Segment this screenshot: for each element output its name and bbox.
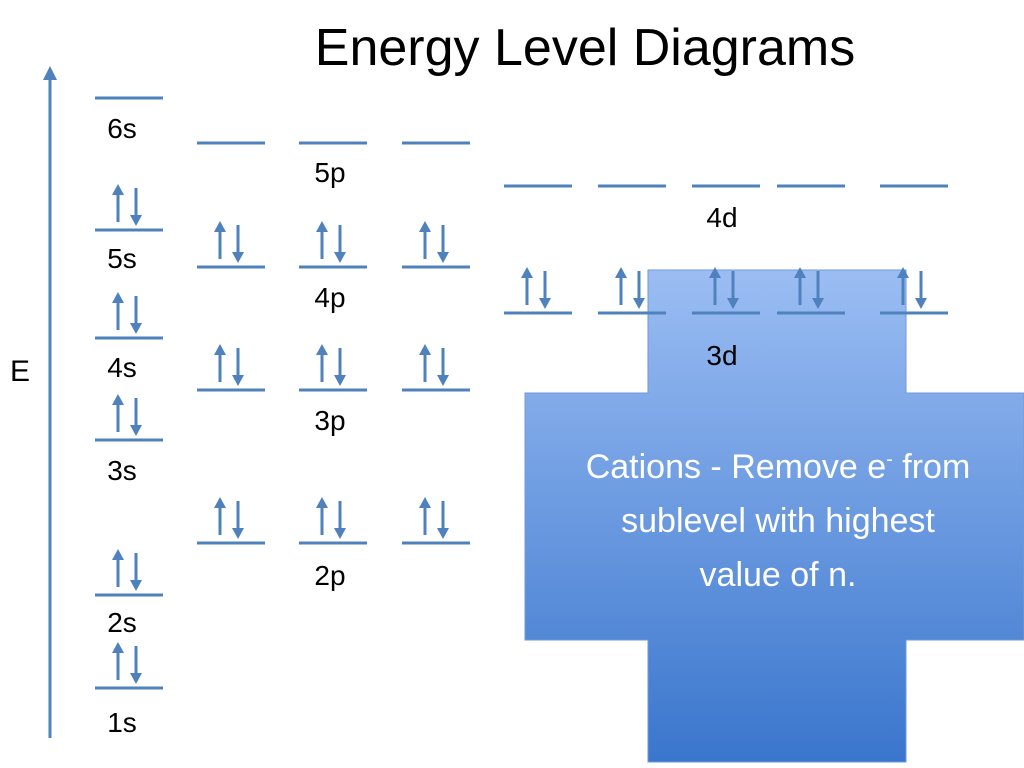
orbital-5s-1-spin-up-arrow-head	[112, 184, 124, 195]
orbital-3s-1-spin-up-arrow-head	[112, 394, 124, 405]
callout-line-1: Cations - Remove e- from	[585, 448, 971, 486]
orbital-4s-1-spin-up-arrow	[112, 292, 124, 330]
orbital-3d-3-spin-up-arrow	[709, 267, 721, 305]
orbital-3p-2-spin-down-arrow-head	[334, 375, 346, 386]
orbital-3d-2-spin-down-arrow	[633, 271, 645, 309]
sublevel-label-3s: 3s	[107, 455, 137, 486]
orbital-3d-1-spin-up-arrow	[521, 267, 533, 305]
orbital-3p-1-spin-down-arrow-head	[232, 375, 244, 386]
orbital-5s-1-spin-down-arrow-head	[130, 215, 142, 226]
orbital-3d-4-spin-up-arrow-head	[794, 267, 806, 278]
orbital-4s-1-spin-up-arrow-head	[112, 292, 124, 303]
cation-rule-callout: Cations - Remove e- from sublevel with h…	[528, 440, 1024, 602]
orbital-2p-1-spin-up-arrow-head	[214, 497, 226, 508]
sublevel-label-2p: 2p	[314, 560, 346, 591]
orbital-3p-1-spin-up-arrow-head	[214, 344, 226, 355]
orbital-3d-5-spin-down-arrow	[915, 271, 927, 309]
orbital-3p-3-spin-down-arrow-head	[437, 375, 449, 386]
orbital-3d-2-spin-up-arrow	[615, 267, 627, 305]
energy-axis-label: E	[10, 355, 31, 388]
sublevel-label-1s: 1s	[107, 707, 137, 738]
orbital-4s-1-spin-down-arrow-head	[130, 323, 142, 334]
orbital-3d-2-spin-down-arrow-head	[633, 298, 645, 309]
sublevel-label-4d: 4d	[706, 202, 738, 233]
orbital-4p-2-spin-up-arrow	[316, 221, 328, 259]
orbital-2p-3-spin-up-arrow	[419, 497, 431, 535]
orbital-4p-3-spin-up-arrow	[419, 221, 431, 259]
sublevel-label-6s: 6s	[107, 113, 137, 144]
orbital-3d-3-spin-down-arrow-head	[727, 298, 739, 309]
orbital-3d-5-spin-down-arrow-head	[915, 298, 927, 309]
orbital-3d-3-spin-down-arrow	[727, 271, 739, 309]
orbital-2p-2-spin-down-arrow	[334, 501, 346, 539]
orbital-3p-3-spin-down-arrow	[437, 348, 449, 386]
sublevel-label-3d: 3d	[706, 340, 738, 371]
orbital-2s-1-spin-down-arrow	[130, 553, 142, 591]
orbital-2s-1-spin-down-arrow-head	[130, 580, 142, 591]
callout-line-3: value of n.	[699, 556, 857, 594]
orbital-3p-1-spin-up-arrow	[214, 344, 226, 382]
orbital-1s-1-spin-down-arrow-head	[130, 673, 142, 684]
orbital-3d-1-spin-down-arrow-head	[539, 298, 551, 309]
orbital-2p-2-spin-down-arrow-head	[334, 528, 346, 539]
orbital-3s-1-spin-up-arrow	[112, 394, 124, 432]
orbital-4p-1-spin-up-arrow	[214, 221, 226, 259]
orbital-4s-1-spin-down-arrow	[130, 296, 142, 334]
orbital-2s-1-spin-up-arrow-head	[112, 549, 124, 560]
orbital-5s-1-spin-down-arrow	[130, 188, 142, 226]
orbital-4p-2-spin-down-arrow-head	[334, 252, 346, 263]
orbital-1s-1-spin-up-arrow	[112, 642, 124, 680]
orbital-3p-2-spin-up-arrow	[316, 344, 328, 382]
page-title: Energy Level Diagrams	[314, 19, 856, 77]
orbital-4p-2-spin-up-arrow-head	[316, 221, 328, 232]
orbital-2p-1-spin-down-arrow	[232, 501, 244, 539]
callout-cross-shape	[524, 269, 1024, 763]
sublevel-label-4s: 4s	[107, 352, 137, 383]
orbital-2s-1-spin-up-arrow	[112, 549, 124, 587]
orbital-1s-1-spin-up-arrow-head	[112, 642, 124, 653]
orbital-2p-3-spin-down-arrow-head	[437, 528, 449, 539]
orbital-2p-3-spin-down-arrow	[437, 501, 449, 539]
orbital-4p-3-spin-up-arrow-head	[419, 221, 431, 232]
orbital-2p-2-spin-up-arrow	[316, 497, 328, 535]
sublevel-label-5s: 5s	[107, 243, 137, 274]
orbital-3p-2-spin-up-arrow-head	[316, 344, 328, 355]
orbital-3d-4-spin-down-arrow-head	[812, 298, 824, 309]
orbital-4p-1-spin-down-arrow	[232, 225, 244, 263]
orbital-2p-2-spin-up-arrow-head	[316, 497, 328, 508]
sublevel-label-2s: 2s	[107, 607, 137, 638]
orbital-3d-2-spin-up-arrow-head	[615, 267, 627, 278]
orbital-2p-1-spin-down-arrow-head	[232, 528, 244, 539]
orbital-1s-1-spin-down-arrow	[130, 646, 142, 684]
orbital-3d-1-spin-up-arrow-head	[521, 267, 533, 278]
orbital-3p-2-spin-down-arrow	[334, 348, 346, 386]
sublevel-label-4p: 4p	[314, 282, 346, 313]
orbital-2p-1-spin-up-arrow	[214, 497, 226, 535]
sublevel-label-5p: 5p	[314, 157, 346, 188]
orbital-3d-1-spin-down-arrow	[539, 271, 551, 309]
orbital-3s-1-spin-down-arrow	[130, 398, 142, 436]
energy-axis-arrowhead	[43, 66, 57, 80]
orbital-3p-3-spin-up-arrow-head	[419, 344, 431, 355]
callout-line-2: sublevel with highest	[621, 502, 935, 540]
orbital-5s-1-spin-up-arrow	[112, 184, 124, 222]
orbital-4p-1-spin-up-arrow-head	[214, 221, 226, 232]
orbital-3d-4-spin-down-arrow	[812, 271, 824, 309]
orbital-4p-3-spin-down-arrow	[437, 225, 449, 263]
orbital-4p-2-spin-down-arrow	[334, 225, 346, 263]
orbital-3s-1-spin-down-arrow-head	[130, 425, 142, 436]
orbital-2p-3-spin-up-arrow-head	[419, 497, 431, 508]
orbital-3d-5-spin-up-arrow-head	[897, 267, 909, 278]
orbital-3d-5-spin-up-arrow	[897, 267, 909, 305]
orbital-4p-3-spin-down-arrow-head	[437, 252, 449, 263]
orbital-3d-4-spin-up-arrow	[794, 267, 806, 305]
orbital-3p-1-spin-down-arrow	[232, 348, 244, 386]
orbital-3p-3-spin-up-arrow	[419, 344, 431, 382]
sublevel-label-3p: 3p	[314, 405, 346, 436]
orbital-3d-3-spin-up-arrow-head	[709, 267, 721, 278]
orbital-4p-1-spin-down-arrow-head	[232, 252, 244, 263]
